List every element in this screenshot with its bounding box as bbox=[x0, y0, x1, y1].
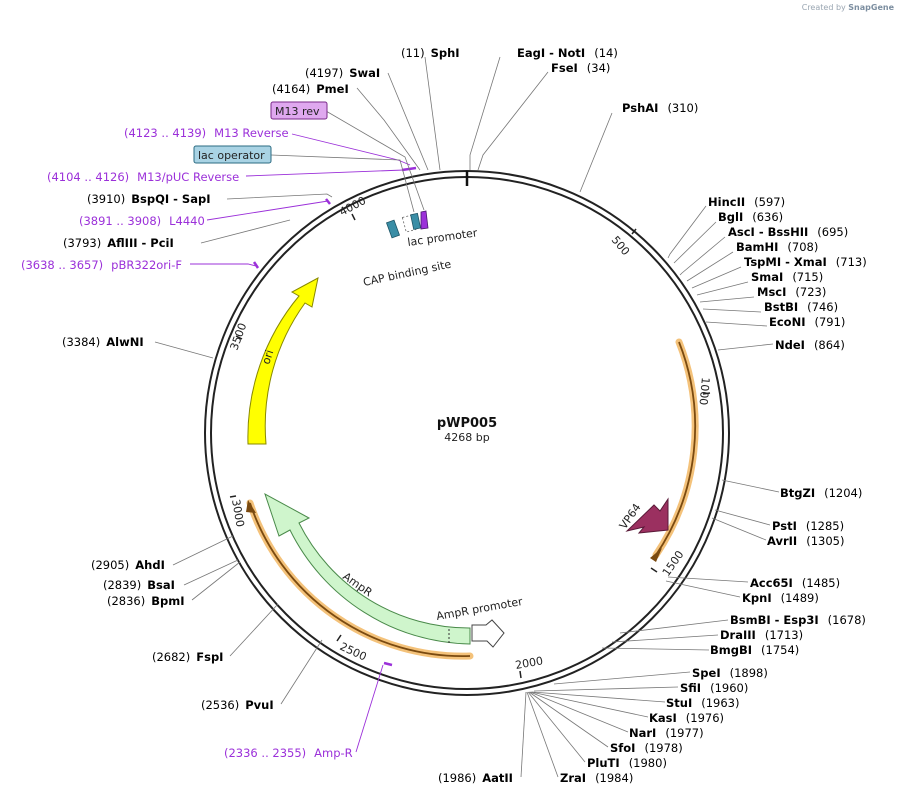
primer-label-amp-r: (2336 .. 2355)Amp-R bbox=[224, 746, 353, 760]
enzyme-label-zrai: ZraI(1984) bbox=[560, 771, 633, 785]
enzyme-label-hincii: HincII(597) bbox=[708, 195, 785, 209]
ori-label: ori bbox=[259, 348, 276, 366]
snapgene-branding: Created by SnapGene bbox=[802, 3, 894, 12]
primer-labels: (2336 .. 2355)Amp-R (3638 .. 3657)pBR322o… bbox=[21, 126, 353, 760]
scale-ticks bbox=[229, 213, 711, 679]
enzyme-label-swai: (4197)SwaI bbox=[305, 66, 380, 80]
primer-label-l4440: (3891 .. 3908)L4440 bbox=[79, 214, 205, 228]
enzyme-label-ahdi: (2905)AhdI bbox=[91, 558, 165, 572]
tick-label-2000: 2000 bbox=[514, 654, 544, 672]
enzyme-label-bsai: (2839)BsaI bbox=[103, 578, 175, 592]
tick-label-1000: 1000 bbox=[697, 377, 712, 406]
enzyme-label-sphi: (11)SphI bbox=[401, 46, 460, 60]
enzyme-label-msci: MscI(723) bbox=[757, 285, 826, 299]
enzyme-label-pvui: (2536)PvuI bbox=[201, 698, 274, 712]
enzyme-label-kpni: KpnI(1489) bbox=[742, 591, 819, 605]
enzyme-label-fsei: FseI(34) bbox=[551, 61, 610, 75]
enzyme-label-stui: StuI(1963) bbox=[666, 696, 740, 710]
ampr-region-arrowhead bbox=[246, 500, 256, 513]
enzyme-label-pshai: PshAI(310) bbox=[622, 101, 698, 115]
enzyme-label-ndei: NdeI(864) bbox=[775, 338, 845, 352]
enzyme-label-spei: SpeI(1898) bbox=[692, 666, 768, 680]
enzyme-label-psti: PstI(1285) bbox=[772, 519, 844, 533]
enzyme-label-bmgbi: BmgBI(1754) bbox=[710, 643, 799, 657]
vp64-feature-arrow bbox=[625, 497, 669, 534]
enzyme-label-sfii: SfiI(1960) bbox=[680, 681, 748, 695]
enzyme-label-bamhi: BamHI(708) bbox=[736, 240, 818, 254]
m13-rev-block bbox=[420, 210, 429, 230]
snapgene-logo: SnapGene bbox=[848, 3, 894, 12]
primer-label-m13-reverse: (4123 .. 4139)M13 Reverse bbox=[124, 126, 289, 140]
enzyme-label-kasi: KasI(1976) bbox=[649, 711, 724, 725]
enzyme-label-bsmbi: BsmBI - Esp3I(1678) bbox=[730, 613, 866, 627]
enzyme-label-draiii: DraIII(1713) bbox=[720, 628, 803, 642]
lac-operator-label: lac operator bbox=[198, 149, 265, 162]
tick-label-2500: 2500 bbox=[338, 640, 369, 664]
plasmid-length: 4268 bp bbox=[444, 431, 489, 444]
cap-site-label: CAP binding site bbox=[362, 258, 453, 289]
tick-label-1500: 1500 bbox=[660, 548, 687, 578]
enzyme-label-alwni: (3384)AlwNI bbox=[62, 335, 144, 349]
vp64-region-arc bbox=[655, 341, 697, 556]
enzyme-label-fspi: (2682)FspI bbox=[152, 650, 223, 664]
enzyme-label-econi: EcoNI(791) bbox=[769, 315, 845, 329]
tick-label-3000: 3000 bbox=[229, 498, 247, 528]
cap-site-block bbox=[385, 219, 401, 239]
enzyme-label-avrii: AvrII(1305) bbox=[767, 534, 844, 548]
enzyme-label-bstbi: BstBI(746) bbox=[764, 300, 838, 314]
enzyme-label-btgzi: BtgZI(1204) bbox=[780, 486, 862, 500]
enzyme-label-acc65i: Acc65I(1485) bbox=[750, 576, 840, 590]
enzyme-label-tspmi: TspMI - XmaI(713) bbox=[744, 255, 867, 269]
enzyme-label-aatii: (1986)AatII bbox=[438, 771, 513, 785]
enzyme-label-smai: SmaI(715) bbox=[751, 270, 823, 284]
m13-rev-label: M13 rev bbox=[275, 105, 320, 118]
primer-label-pbr322ori-f: (3638 .. 3657)pBR322ori-F bbox=[21, 258, 182, 272]
ampr-promoter-arrow bbox=[471, 619, 505, 648]
enzyme-label-sfoi: SfoI(1978) bbox=[610, 741, 683, 755]
plasmid-name: pWP005 bbox=[437, 416, 497, 431]
enzyme-label-bgli: BglI(636) bbox=[718, 210, 783, 224]
enzyme-label-asci: AscI - BssHII(695) bbox=[728, 225, 848, 239]
enzyme-label-bpmi: (2836)BpmI bbox=[107, 594, 185, 608]
enzyme-label-pmei: (4164)PmeI bbox=[272, 82, 349, 96]
tick-label-500: 500 bbox=[609, 234, 632, 258]
enzyme-labels: (11)SphI EagI - NotI(14)FseI(34) PshAI(310… bbox=[62, 46, 867, 785]
vp64-region-arrowhead bbox=[650, 548, 662, 562]
lac-operator-block bbox=[410, 212, 422, 230]
ampr-promoter-label: AmpR promoter bbox=[435, 595, 524, 623]
lac-promoter-label: lac promoter bbox=[407, 226, 479, 249]
enzyme-label-afliii: (3793)AflIII - PciI bbox=[63, 236, 174, 250]
enzyme-label-nari: NarI(1977) bbox=[629, 726, 704, 740]
enzyme-label-pluti: PluTI(1980) bbox=[587, 756, 667, 770]
enzyme-label-eagi: EagI - NotI(14) bbox=[517, 46, 618, 60]
m13-rev-box bbox=[270, 101, 328, 120]
primer-markers bbox=[252, 166, 417, 667]
tick-label-3500: 3500 bbox=[228, 321, 250, 352]
lac-operator-box bbox=[193, 145, 272, 164]
ori-feature-arrow bbox=[247, 277, 319, 445]
primer-leader-lines bbox=[190, 133, 411, 753]
enzyme-leader-lines bbox=[154, 56, 780, 778]
boxed-feature-leaders bbox=[270, 110, 425, 213]
enzyme-label-bspqi: (3910)BspQI - SapI bbox=[87, 192, 210, 206]
primer-label-m13-puc-reverse: (4104 .. 4126)M13/pUC Reverse bbox=[47, 170, 239, 184]
ampr-region-arc bbox=[249, 502, 471, 657]
created-by-text: Created by bbox=[801, 3, 846, 12]
